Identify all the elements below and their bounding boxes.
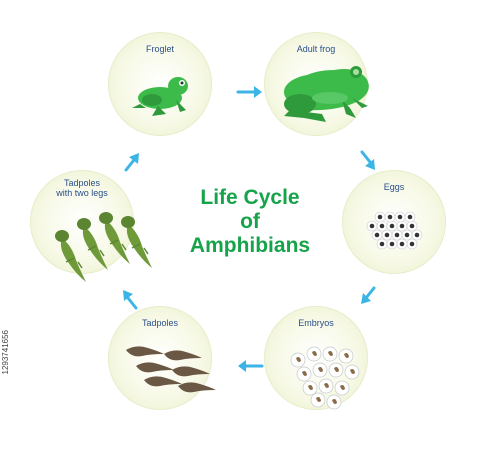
- arrow-icon: [123, 290, 138, 310]
- adult-frog-label: Adult frog: [296, 44, 336, 54]
- arrow-icon: [124, 153, 139, 172]
- tadpoles-two-legs-icon: [55, 212, 152, 282]
- arrow-icon: [360, 150, 375, 170]
- adult-frog-icon: [284, 66, 369, 122]
- arrow-icon: [236, 86, 262, 98]
- embryos-icon: [290, 346, 360, 410]
- tadpoles-two-legs-label-line2: with two legs: [56, 188, 108, 198]
- froglet-label: Froglet: [145, 44, 174, 54]
- title-line-1: Life Cycle: [200, 186, 300, 209]
- embryos-label: Embryos: [298, 318, 334, 328]
- diagram-title: Life Cycle of Amphibians: [150, 186, 350, 258]
- tadpoles-icon: [126, 346, 216, 393]
- tadpoles-two-legs-label: Tadpoles with two legs: [22, 178, 142, 198]
- tadpoles-label: Tadpoles: [141, 318, 179, 328]
- arrow-icon: [361, 286, 376, 304]
- tadpoles-two-legs-label-line1: Tadpoles: [63, 178, 101, 188]
- froglet-circle: [108, 32, 212, 136]
- stock-id-watermark: 1293741656: [1, 330, 10, 375]
- arrow-icon: [238, 360, 264, 372]
- title-line-2: of: [240, 210, 260, 233]
- froglet-icon: [132, 77, 188, 116]
- eggs-icon: [366, 211, 423, 250]
- title-line-3: Amphibians: [189, 234, 311, 257]
- eggs-label: Eggs: [383, 182, 405, 192]
